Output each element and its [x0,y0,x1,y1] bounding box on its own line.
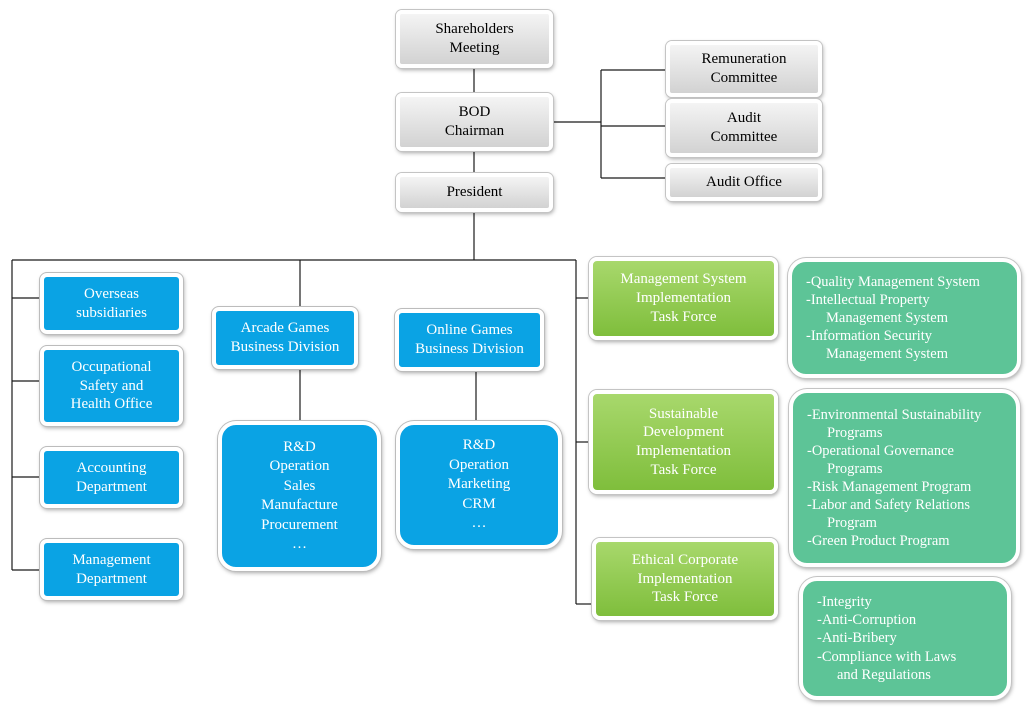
unit-line: Overseas [84,285,139,302]
division-line: Arcade Games [240,320,330,337]
unit-line: Accounting [76,459,147,476]
president-label: President [446,184,503,201]
function-item: … [292,536,307,552]
program-item: Management System [826,309,949,326]
task-force-line: Development [643,424,724,441]
management-system-task-force-box: Management System Implementation Task Fo… [589,257,778,340]
function-item: … [471,515,487,532]
audit-office-box: Audit Office [666,164,822,201]
function-item: Marketing [447,476,511,493]
function-item: Operation [269,458,330,474]
sustainable-development-programs-box: -Environmental Sustainability Programs -… [789,389,1020,567]
function-item: Operation [449,456,509,473]
program-item: -Operational Governance [807,442,954,459]
overseas-subsidiaries-box: Overseas subsidiaries [40,273,183,334]
program-item: -Anti-Corruption [817,612,917,629]
unit-line: Health Office [70,396,153,413]
function-item: Manufacture [261,497,338,513]
arcade-functions-box: R&D Operation Sales Manufacture Procurem… [218,421,381,571]
task-force-line: Implementation [637,570,733,587]
task-force-line: Ethical Corporate [631,551,739,568]
function-item: Procurement [261,516,338,533]
management-department-box: Management Department [40,539,183,600]
program-item: -Anti-Bribery [817,630,897,647]
arcade-games-division-box: Arcade Games Business Division [212,307,358,369]
program-item: Programs [827,424,883,441]
shareholders-line-2: Meeting [449,40,500,56]
program-item: -Green Product Program [807,533,950,550]
program-item: -Quality Management System [806,273,980,290]
task-force-line: Implementation [636,443,731,459]
program-item: Program [827,515,877,532]
remuneration-line-1: Remuneration [701,51,787,68]
division-line: Business Division [415,341,524,357]
remuneration-line-2: Committee [710,70,778,86]
task-force-line: Implementation [636,290,731,307]
online-games-division-box: Online Games Business Division [395,309,544,371]
shareholders-meeting-box: Shareholders Meeting [396,10,553,68]
program-item: -Labor and Safety Relations [807,497,971,514]
unit-line: Department [76,478,147,495]
task-force-line: Task Force [650,308,717,325]
bod-line-1: BOD [458,104,491,121]
sustainable-development-task-force-box: Sustainable Development Implementation T… [589,390,778,494]
remuneration-committee-box: Remuneration Committee [666,41,822,97]
division-line: Business Division [230,339,340,355]
audit-committee-box: Audit Committee [666,99,822,157]
president-box: President [396,173,553,212]
occupational-safety-office-box: Occupational Safety and Health Office [40,346,183,426]
task-force-line: Management System [620,271,747,288]
unit-line: subsidiaries [76,304,147,321]
program-item: -Compliance with Laws [817,648,957,665]
management-system-programs-box: -Quality Management System -Intellectual… [788,258,1021,378]
ethical-corporate-programs-box: -Integrity -Anti-Corruption -Anti-Briber… [799,577,1011,700]
program-item: -Information Security [806,328,933,345]
audit-office-label: Audit Office [706,174,782,191]
unit-line: Department [76,570,147,587]
program-item: Management System [826,346,949,363]
unit-line: Management [72,551,151,568]
unit-line: Safety and [79,377,144,394]
program-item: -Risk Management Program [807,479,972,495]
function-item: Sales [283,477,316,494]
task-force-line: Task Force [650,461,717,478]
program-item: -Integrity [817,594,872,611]
audit-committee-line-2: Committee [710,129,778,145]
bod-chairman-box: BOD Chairman [396,93,553,151]
program-item: and Regulations [837,666,931,683]
task-force-line: Task Force [651,589,718,606]
function-item: R&D [462,437,496,454]
unit-line: Occupational [71,358,152,375]
function-item: R&D [283,438,316,455]
division-line: Online Games [426,322,513,339]
program-item: -Environmental Sustainability [807,406,982,423]
function-item: CRM [462,495,496,512]
shareholders-line-1: Shareholders [435,21,514,38]
program-item: Programs [827,460,883,477]
accounting-department-box: Accounting Department [40,447,183,508]
online-functions-box: R&D Operation Marketing CRM … [396,421,562,549]
ethical-corporate-task-force-box: Ethical Corporate Implementation Task Fo… [592,538,778,620]
bod-line-2: Chairman [444,123,505,139]
audit-committee-line-1: Audit [726,110,762,127]
program-item: -Intellectual Property [806,291,930,308]
task-force-line: Sustainable [648,405,719,422]
